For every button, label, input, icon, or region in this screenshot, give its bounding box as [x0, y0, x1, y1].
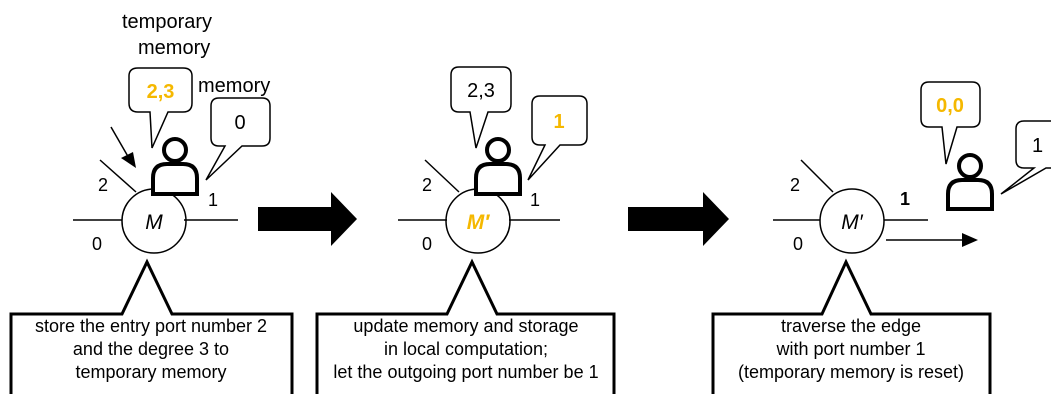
port-number-2: 2: [98, 175, 108, 195]
traversal-arrow-head: [962, 233, 978, 247]
memory-value: 1: [1032, 135, 1043, 157]
caption-line-2: and the degree 3 to: [73, 339, 229, 359]
caption-line-2: with port number 1: [775, 339, 925, 359]
caption-callout: [315, 258, 616, 394]
temporary-memory-bubble: [920, 81, 981, 165]
port-number-0: 0: [793, 234, 803, 254]
memory-bubble: [527, 95, 588, 181]
temporary-memory-bubble: [128, 67, 193, 149]
caption-line-2: in local computation;: [384, 339, 548, 359]
caption-line-1: traverse the edge: [781, 316, 921, 336]
port-number-1: 1: [208, 190, 218, 210]
transition-arrow-1: [258, 192, 357, 246]
temporary-memory-value: 0,0: [936, 95, 964, 117]
memory-value: 1: [553, 111, 564, 133]
port-number-1: 1: [900, 189, 910, 209]
memory-label: memory: [198, 75, 270, 97]
caption-line-1: store the entry port number 2: [35, 316, 267, 336]
temporary-memory-label-line1: temporary: [122, 11, 212, 33]
memory-value: 0: [234, 112, 245, 134]
port-number-0: 0: [422, 234, 432, 254]
edge-port-2: [800, 159, 834, 193]
temporary-memory-value: 2,3: [147, 81, 175, 103]
node-label: M′: [467, 211, 490, 234]
agent-person-icon: [946, 153, 994, 211]
stage-1: temporary memory memory 2,3 0 M 0 2 1 st…: [9, 11, 294, 394]
port-number-0: 0: [92, 234, 102, 254]
temporary-memory-bubble: [450, 66, 512, 149]
transition-arrow-2: [628, 192, 729, 246]
edge-port-2: [424, 159, 460, 193]
caption-line-3: (temporary memory is reset): [738, 362, 964, 382]
temporary-memory-value: 2,3: [467, 80, 495, 102]
temporary-memory-label-line2: memory: [138, 37, 210, 59]
node-label: M: [145, 211, 163, 234]
port-number-1: 1: [530, 190, 540, 210]
stage-3: M′ 0 2 1 0,0 1 traverse the edge with po…: [711, 81, 1051, 394]
node-circle: [819, 188, 885, 254]
stage-2: 2,3 1 M′ 0 2 1 update memory and storage…: [315, 66, 616, 394]
caption-callout: [711, 258, 992, 394]
node-label: M′: [841, 211, 863, 234]
port-number-2: 2: [422, 175, 432, 195]
memory-bubble: [205, 97, 271, 181]
memory-bubble: [1000, 120, 1051, 195]
edge-port-2: [99, 159, 137, 193]
agent-person-icon: [474, 137, 522, 196]
entry-arrow-head: [121, 152, 136, 168]
caption-line-1: update memory and storage: [353, 316, 578, 336]
caption-callout: [9, 258, 294, 394]
caption-line-3: temporary memory: [75, 362, 226, 382]
agent-person-icon: [151, 137, 199, 196]
caption-line-3: let the outgoing port number be 1: [333, 362, 598, 382]
port-number-2: 2: [790, 175, 800, 195]
entry-arrow-shaft: [110, 126, 131, 161]
